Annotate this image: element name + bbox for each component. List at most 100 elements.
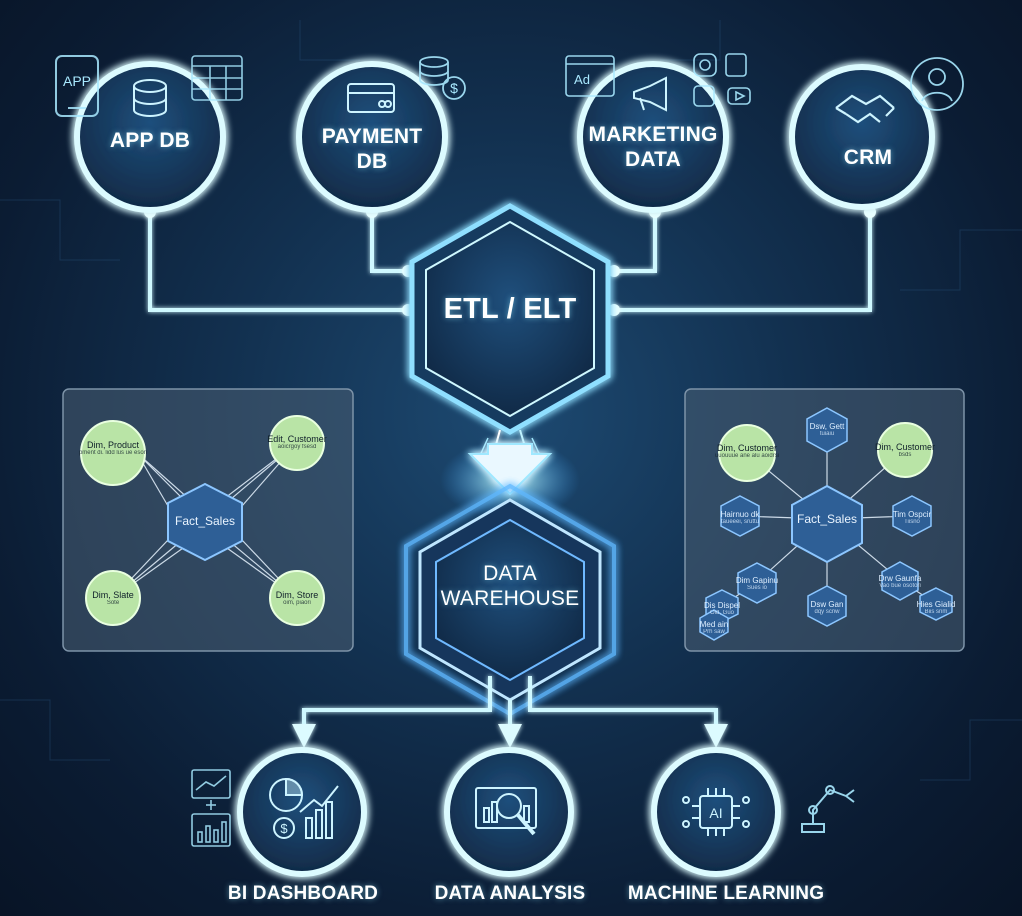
dim-sub: Vao bue osotori bbox=[879, 583, 921, 589]
coins-dollar-icon bbox=[419, 56, 466, 100]
dim-title: Dim Gapinu bbox=[735, 576, 779, 585]
source-label-payment-db: PAYMENT DB bbox=[302, 124, 442, 174]
dim-title: Tim Ospcir bbox=[892, 510, 932, 519]
pie-chart-icon bbox=[269, 777, 304, 812]
dollar-glyph: $ bbox=[450, 80, 458, 96]
megaphone-icon bbox=[633, 76, 667, 112]
user-profile-icon bbox=[910, 57, 964, 111]
dim-title: Dim, Slate bbox=[92, 590, 134, 600]
star-fact-label: Fact_Sales bbox=[174, 514, 236, 528]
star-dim-slate: Dim, Slate Sote bbox=[78, 590, 148, 607]
source-label-crm: CRM bbox=[798, 145, 938, 170]
source-label-app-db: APP DB bbox=[80, 128, 220, 153]
etl-label: ETL / ELT bbox=[443, 293, 577, 325]
output-label-machine-learning: MACHINE LEARNING bbox=[627, 883, 825, 904]
star-dim-customer: Edit, Customer aoicrgoy fsesd bbox=[262, 434, 332, 451]
dim-title: Dim, Customer bbox=[716, 443, 777, 453]
dim-sub: aoicrgoy fsesd bbox=[277, 444, 317, 450]
data-flow-arrow bbox=[440, 429, 580, 520]
data-warehouse-label-line: WAREHOUSE bbox=[440, 587, 580, 610]
dim-title: Dis Dispel bbox=[703, 601, 740, 610]
source-label-line: CRM bbox=[843, 146, 893, 169]
snow-hex-corner: Med ain Prh saw bbox=[684, 620, 744, 636]
etl-node bbox=[409, 203, 611, 435]
robot-arm-icon bbox=[801, 785, 855, 833]
dim-title: Edit, Customer bbox=[267, 434, 327, 444]
source-label-marketing-data: MARKETING DATA bbox=[583, 122, 723, 172]
source-label-line: APP DB bbox=[109, 129, 191, 152]
snow-hex-far-right: Hies Gialid Biis snm bbox=[906, 600, 966, 616]
dim-sub: pment di. lidd lus ue esori bbox=[78, 450, 148, 456]
magnifier-chart-icon bbox=[475, 787, 537, 836]
dim-sub: tuiaiu bbox=[819, 431, 835, 437]
source-node-marketing-data bbox=[577, 61, 729, 213]
ai-chip-glyph: AI bbox=[709, 805, 722, 821]
snow-hex-lower-left: Dim Gapinu Sues io bbox=[727, 576, 787, 592]
snowflake-schema-panel bbox=[684, 388, 965, 652]
source-label-line: DB bbox=[356, 150, 388, 173]
dim-sub: Oid, Guo bbox=[709, 610, 734, 616]
ad-screen-icon-text: Ad bbox=[574, 72, 590, 87]
source-node-app-db bbox=[74, 61, 226, 213]
credit-card-icon bbox=[347, 83, 395, 113]
source-label-line: MARKETING bbox=[588, 123, 718, 146]
data-warehouse-label-line: DATA bbox=[483, 562, 537, 585]
app-phone-icon bbox=[55, 55, 99, 117]
star-dim-product: Dim, Product pment di. lidd lus ue esori bbox=[78, 440, 148, 457]
dim-sub: dqy scnw bbox=[814, 609, 840, 615]
snow-hex-left: Hairnuo dk taueeei, sruttu bbox=[710, 510, 770, 526]
snow-hex-lower-right: Drw Gaunfa Vao bue osotori bbox=[870, 574, 930, 590]
data-warehouse-node bbox=[404, 483, 616, 717]
side-dashboard-icons bbox=[191, 769, 231, 847]
star-schema-panel bbox=[62, 388, 354, 652]
snow-hex-right: Tim Ospcir Tiisno bbox=[882, 510, 942, 526]
dim-title: Med ain bbox=[699, 620, 729, 629]
app-phone-icon-text: APP bbox=[63, 73, 91, 89]
source-node-crm bbox=[789, 64, 935, 210]
dim-title: Hairnuo dk bbox=[720, 510, 760, 519]
output-connectors bbox=[292, 676, 728, 748]
dim-sub: Biis snm bbox=[924, 609, 948, 615]
ai-chip-icon bbox=[682, 788, 750, 836]
source-node-payment-db bbox=[296, 61, 448, 213]
bar-chart-icon bbox=[299, 785, 339, 839]
snow-dim-customer-left: Dim, Customer uuouuue ane alu aoidrsi bbox=[712, 443, 782, 460]
output-label-bi-dashboard: BI DASHBOARD bbox=[227, 883, 379, 904]
output-node-bi-dashboard bbox=[237, 747, 367, 877]
dim-sub: Prh saw bbox=[703, 629, 725, 635]
source-label-line: PAYMENT bbox=[321, 125, 423, 148]
dollar-icon bbox=[273, 817, 295, 839]
snow-hex-far-left: Dis Dispel Oid, Guo bbox=[692, 601, 752, 617]
dim-title: Hies Gialid bbox=[916, 600, 956, 609]
dim-sub: taueeei, sruttu bbox=[720, 519, 760, 525]
star-dim-store: Dim, Store oim, piaori bbox=[262, 590, 332, 607]
snow-hex-top: Dsw, Gett tuiaiu bbox=[797, 422, 857, 438]
snow-dim-customer-right: Dim, Customer bsds bbox=[870, 442, 940, 459]
source-label-line: DATA bbox=[624, 148, 681, 171]
dim-sub: oim, piaori bbox=[283, 600, 311, 606]
dim-title: Dim, Product bbox=[86, 440, 139, 450]
output-node-machine-learning bbox=[651, 747, 781, 877]
database-icon bbox=[133, 79, 167, 117]
snow-hex-bottom: Dsw Gan dqy scnw bbox=[797, 600, 857, 616]
source-connectors bbox=[148, 212, 872, 312]
table-grid-icon bbox=[191, 55, 243, 101]
dim-sub: Sote bbox=[106, 600, 120, 606]
snowflake-fact-label: Fact_Sales bbox=[796, 512, 858, 526]
dim-title: Drw Gaunfa bbox=[878, 574, 922, 583]
dim-title: Dsw, Gett bbox=[809, 422, 845, 431]
handshake-icon bbox=[835, 94, 895, 124]
dim-title: Dsw Gan bbox=[810, 600, 844, 609]
social-media-icons bbox=[693, 53, 751, 107]
dim-sub: Sues io bbox=[746, 585, 767, 591]
ad-screen-icon bbox=[565, 55, 615, 97]
dim-title: Dim, Customer bbox=[874, 442, 935, 452]
dollar-icon-glyph: $ bbox=[280, 821, 288, 836]
output-label-data-analysis: DATA ANALYSIS bbox=[434, 883, 586, 904]
dim-sub: uuouuue ane alu aoidrsi bbox=[714, 453, 780, 459]
dim-sub: Tiisno bbox=[904, 519, 920, 525]
data-warehouse-label: DATA WAREHOUSE bbox=[425, 561, 595, 611]
output-node-data-analysis bbox=[444, 747, 574, 877]
background-circuitry bbox=[0, 20, 1022, 781]
